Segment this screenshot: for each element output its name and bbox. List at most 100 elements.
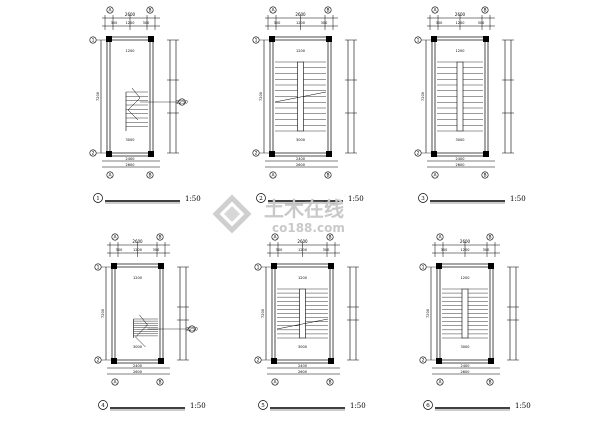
svg-text:1: 1 (257, 265, 260, 271)
dim-depth: 7200 (421, 92, 425, 101)
stair-well (461, 288, 469, 339)
grid-bubble-a: A (271, 233, 279, 241)
plan-number: 2 (259, 196, 263, 202)
column (148, 151, 154, 157)
dim-depth: 7200 (261, 309, 265, 318)
break-line (127, 87, 141, 121)
grid-bubble-b: B (146, 6, 154, 14)
dim-overall-bottom: 2600 (461, 370, 470, 374)
dim-segment-b: 1200 (456, 21, 465, 25)
plan-number-bubble (93, 193, 103, 203)
dim-clear-width: 2400 (456, 157, 465, 161)
svg-text:2250: 2250 (176, 100, 188, 106)
grid-bubble-2: 2 (89, 149, 97, 157)
dim-segment-b: 1200 (296, 21, 305, 25)
dim-clear-width: 2400 (461, 364, 470, 368)
plan-scale: 1:50 (185, 195, 201, 203)
plan-number: 4 (101, 403, 105, 409)
dim-segment-b: 1200 (126, 21, 135, 25)
column (106, 36, 112, 42)
bottom-dimension: 2400 2600 (432, 364, 500, 375)
svg-text:1: 1 (422, 265, 425, 271)
column (483, 151, 489, 157)
plan-number-bubble (418, 193, 428, 203)
svg-text:B: B (488, 380, 491, 386)
plan-scale: 1:50 (350, 402, 366, 410)
column (158, 263, 164, 269)
dim-depth: 7200 (96, 92, 100, 101)
dim-depth: 7200 (101, 309, 105, 318)
grid-bubble-b: B (156, 233, 164, 241)
svg-text:B: B (483, 8, 486, 14)
plan-scale: 1:50 (515, 402, 531, 410)
stair-walls (111, 263, 164, 364)
dim-segment-a: 300 (436, 21, 443, 25)
stair-flight (133, 314, 158, 348)
plan-title: 4 1:50 (98, 400, 206, 411)
grid-bubble-b-bottom: B (481, 171, 489, 179)
svg-text:2: 2 (417, 151, 420, 157)
flight-label: 3000 (133, 345, 142, 349)
column (269, 151, 275, 157)
grid-bubble-a-bottom: A (106, 171, 114, 179)
svg-text:B: B (328, 235, 331, 241)
grid-bubble-b: B (324, 6, 332, 14)
plan-number-bubble (98, 400, 108, 410)
svg-text:B: B (328, 380, 331, 386)
column (431, 36, 437, 42)
column (488, 263, 494, 269)
stair-flight (276, 288, 329, 339)
grid-bubble-a-bottom: A (111, 378, 119, 386)
plan-number: 5 (261, 403, 265, 409)
dim-segment-c: 300 (323, 248, 330, 252)
grid-bubble-2: 2 (94, 356, 102, 364)
callout-bubble: 2250 (176, 98, 188, 106)
stair-walls (106, 36, 154, 157)
svg-text:B: B (326, 8, 329, 14)
column (326, 36, 332, 42)
plan-scale: 1:50 (190, 402, 206, 410)
stair-walls (269, 36, 332, 157)
svg-text:A: A (438, 235, 442, 241)
svg-text:B: B (148, 8, 151, 14)
svg-text:B: B (326, 173, 329, 179)
dim-segment-a: 300 (111, 21, 118, 25)
flight-label: 3000 (298, 345, 307, 349)
svg-text:A: A (438, 380, 442, 386)
plan-title: 5 1:50 (258, 400, 366, 411)
svg-text:A: A (271, 8, 275, 14)
grid-bubble-1: 1 (89, 36, 97, 44)
column (271, 358, 277, 364)
flight-label: 3000 (126, 138, 135, 142)
plan-scale: 1:50 (510, 195, 526, 203)
column (271, 263, 277, 269)
grid-bubble-a: A (436, 233, 444, 241)
column (111, 263, 117, 269)
grid-bubble-a-bottom: A (431, 171, 439, 179)
dim-overall-width: 2600 (455, 12, 466, 17)
flight-label: 3000 (456, 138, 465, 142)
grid-bubble-1: 1 (419, 263, 427, 271)
stair-flight (274, 61, 327, 132)
dim-segment-c: 300 (153, 248, 160, 252)
grid-bubble-b-bottom: B (486, 378, 494, 386)
column (436, 263, 442, 269)
grid-bubble-b: B (481, 6, 489, 14)
column (148, 36, 154, 42)
grid-bubble-a-bottom: A (269, 171, 277, 179)
dim-overall-width: 2600 (132, 239, 143, 244)
svg-text:B: B (483, 173, 486, 179)
dim-segment-c: 300 (478, 21, 485, 25)
svg-text:2: 2 (257, 358, 260, 364)
flight-label: 3000 (461, 345, 470, 349)
